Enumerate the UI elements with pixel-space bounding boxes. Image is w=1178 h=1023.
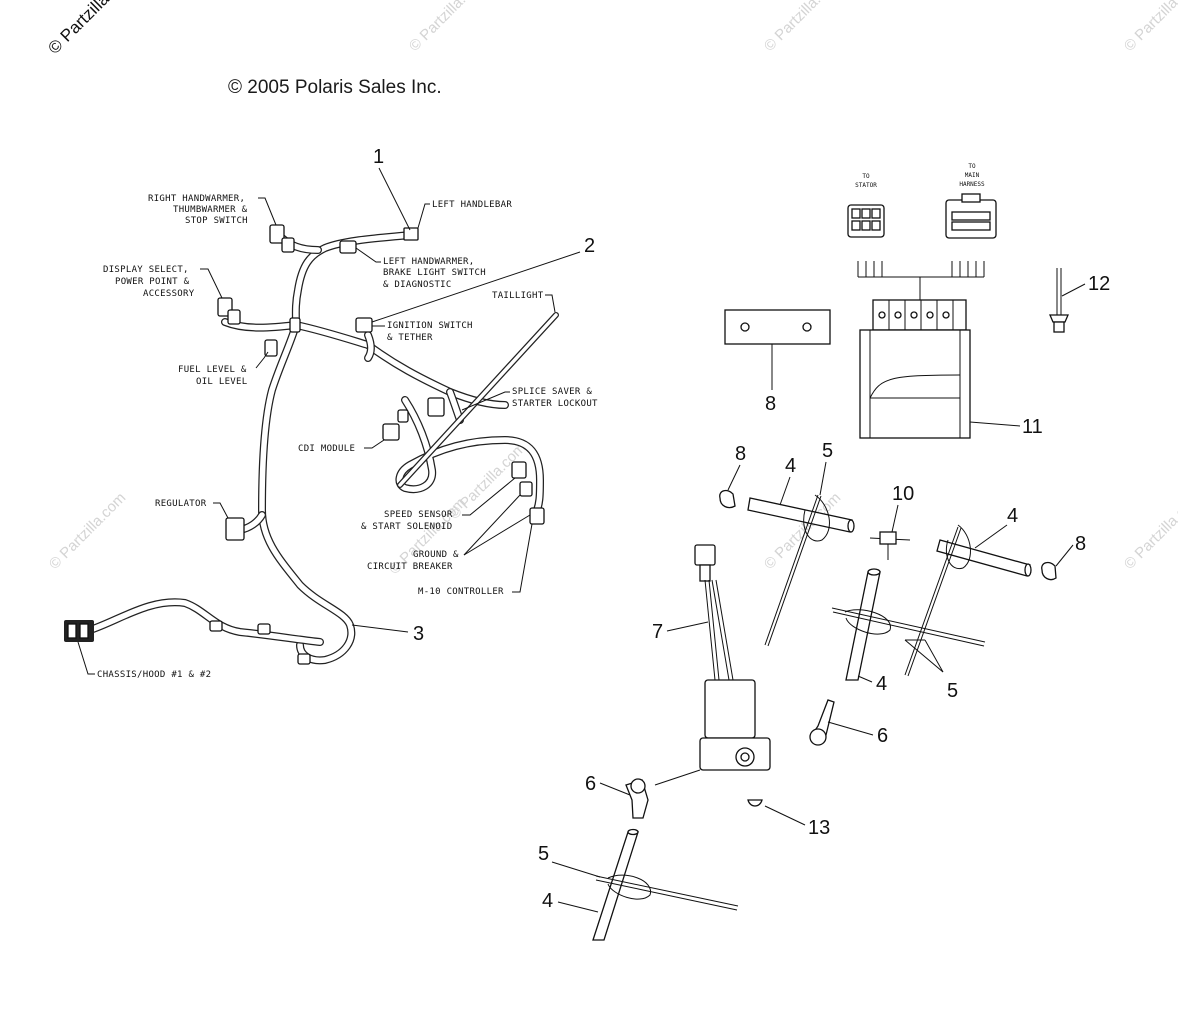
callout-8: 8 bbox=[1075, 533, 1086, 555]
harness-callouts: 1 2 3 bbox=[351, 146, 595, 645]
label-taillight: TAILLIGHT bbox=[492, 291, 544, 301]
connector-diagrams: TO STATOR TO MAIN HARNESS bbox=[847, 163, 997, 239]
label-to-stator: TO bbox=[862, 173, 870, 180]
callout-6: 6 bbox=[585, 773, 596, 795]
label-left-handwarmer: LEFT HANDWARMER, bbox=[383, 257, 475, 267]
callout-4: 4 bbox=[542, 890, 553, 912]
label-ignition-switch: & TETHER bbox=[387, 333, 433, 343]
label-right-handwarmer: RIGHT HANDWARMER, bbox=[148, 194, 245, 204]
label-display-select: DISPLAY SELECT, bbox=[103, 265, 189, 275]
label-left-handwarmer: BRAKE LIGHT SWITCH bbox=[383, 268, 486, 278]
label-fuel-level: FUEL LEVEL & bbox=[178, 365, 247, 375]
label-regulator: REGULATOR bbox=[155, 499, 207, 509]
callout-5: 5 bbox=[822, 440, 833, 462]
elbow-fittings-6 bbox=[625, 699, 835, 819]
harness-labels: RIGHT HANDWARMER, THUMBWARMER & STOP SWI… bbox=[77, 194, 598, 680]
callout-5: 5 bbox=[947, 680, 958, 702]
callout-8: 8 bbox=[735, 443, 746, 465]
label-speed-sensor: SPEED SENSOR bbox=[384, 510, 453, 520]
label-left-handwarmer: & DIAGNOSTIC bbox=[383, 280, 452, 290]
callout-3: 3 bbox=[413, 623, 424, 645]
label-left-handlebar: LEFT HANDLEBAR bbox=[432, 200, 512, 210]
voltage-regulator bbox=[857, 261, 985, 439]
callout-4: 4 bbox=[785, 455, 796, 477]
watermarks: © Partzilla.com © Partzilla.com © Partzi… bbox=[44, 0, 1178, 578]
label-right-handwarmer: STOP SWITCH bbox=[185, 216, 248, 226]
watermark: © Partzilla.com bbox=[44, 0, 138, 58]
harness-connectors bbox=[64, 224, 545, 665]
watermark: © Partzilla.com bbox=[46, 489, 129, 572]
label-fuel-level: OIL LEVEL bbox=[196, 377, 247, 387]
watermark: © Partzilla.com bbox=[1121, 489, 1178, 572]
label-m10-controller: M-10 CONTROLLER bbox=[418, 587, 504, 597]
label-ignition-switch: IGNITION SWITCH bbox=[387, 321, 473, 331]
fuel-sender-7 bbox=[694, 544, 771, 807]
callout-4: 4 bbox=[1007, 505, 1018, 527]
watermark: © Partzilla.com bbox=[761, 0, 844, 55]
label-splice-saver: SPLICE SAVER & bbox=[512, 387, 592, 397]
watermark: © Partzilla.com bbox=[761, 489, 844, 572]
watermark: © Partzilla.com bbox=[406, 0, 489, 55]
rivet-12 bbox=[1049, 268, 1069, 333]
label-to-stator: STATOR bbox=[855, 182, 877, 189]
label-right-handwarmer: THUMBWARMER & bbox=[173, 205, 248, 215]
label-display-select: POWER POINT & bbox=[115, 277, 190, 287]
label-chassis-hood: CHASSIS/HOOD #1 & #2 bbox=[97, 670, 211, 680]
hoses-and-ties bbox=[592, 489, 1057, 941]
callout-10: 10 bbox=[892, 483, 914, 505]
top-right-callouts: 8 11 12 bbox=[765, 273, 1110, 438]
watermark: © Partzilla.com bbox=[446, 439, 529, 522]
label-cdi-module: CDI MODULE bbox=[298, 444, 355, 454]
callout-7: 7 bbox=[652, 621, 663, 643]
label-ground: GROUND & bbox=[413, 550, 459, 560]
mounting-plate bbox=[724, 309, 831, 345]
label-to-main-harness: HARNESS bbox=[959, 181, 985, 188]
label-splice-saver: STARTER LOCKOUT bbox=[512, 399, 598, 409]
callout-2: 2 bbox=[584, 235, 595, 257]
label-to-main-harness: MAIN bbox=[965, 172, 980, 179]
label-speed-sensor: & START SOLENOID bbox=[361, 522, 453, 532]
copyright-text: © 2005 Polaris Sales Inc. bbox=[228, 77, 442, 98]
callout-1: 1 bbox=[373, 146, 384, 168]
callout-6: 6 bbox=[877, 725, 888, 747]
watermark: © Partzilla.com bbox=[1121, 0, 1178, 55]
callout-4: 4 bbox=[876, 673, 887, 695]
callout-9: 8 bbox=[765, 393, 776, 415]
callout-12: 12 bbox=[1088, 273, 1110, 295]
lower-right-callouts: 8 4 5 10 4 8 7 4 5 6 6 13 5 4 bbox=[538, 440, 1086, 913]
callout-11: 11 bbox=[1022, 416, 1043, 438]
label-ground: CIRCUIT BREAKER bbox=[367, 562, 453, 572]
label-to-main-harness: TO bbox=[968, 163, 976, 170]
callout-13: 13 bbox=[808, 817, 830, 839]
label-display-select: ACCESSORY bbox=[143, 289, 195, 299]
callout-5: 5 bbox=[538, 843, 549, 865]
